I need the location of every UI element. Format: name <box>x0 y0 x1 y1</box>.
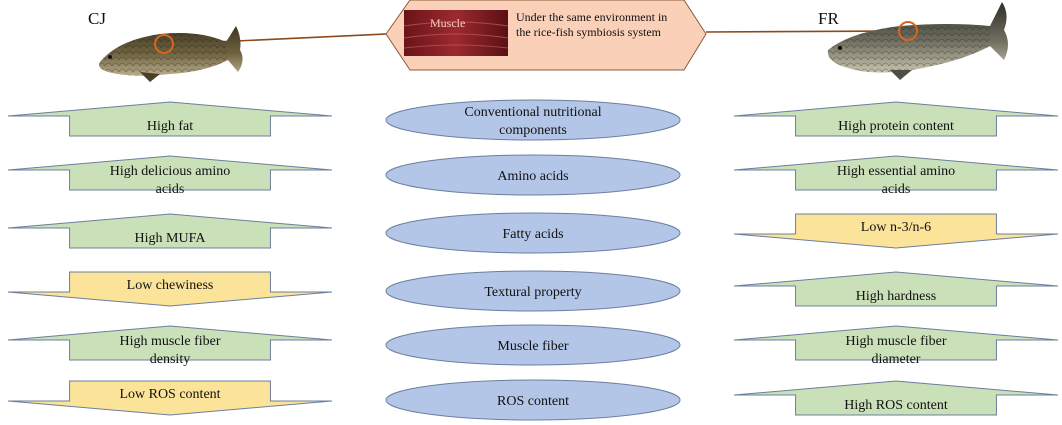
category-label-2-line1: Amino acids <box>497 169 568 184</box>
category-ellipse-2 <box>385 154 681 196</box>
category-label-6-line1: ROS content <box>497 394 569 409</box>
right-arrow-down-3 <box>733 213 1059 249</box>
category-label-5-line1: Muscle fiber <box>497 339 568 354</box>
category-ellipse-1 <box>385 99 681 141</box>
left-arrow-up-3 <box>7 213 333 249</box>
left-fish-image <box>99 26 243 82</box>
left-fish-label: CJ <box>88 9 106 28</box>
right-arrow-label-1-line1: High protein content <box>838 119 954 134</box>
top-box-text-line1: Under the same environment in <box>516 10 667 24</box>
category-label-1-line2: components <box>499 123 567 138</box>
left-arrow-label-2-line2: acids <box>156 182 185 197</box>
left-arrow-label-3-line1: High MUFA <box>135 231 207 246</box>
right-arrow-label-6-line1: High ROS content <box>844 398 948 413</box>
left-arrow-up-1 <box>7 101 333 137</box>
left-arrow-label-5-line2: density <box>150 352 190 367</box>
left-arrow-label-6-line1: Low ROS content <box>119 387 220 402</box>
right-fish-image <box>827 2 1008 80</box>
left-arrow-down-4 <box>7 271 333 307</box>
right-connector-line <box>705 30 901 33</box>
left-arrow-label-1-line1: High fat <box>147 119 193 134</box>
muscle-tissue-label: Muscle <box>430 16 465 30</box>
right-arrow-label-5-line2: diameter <box>872 352 921 367</box>
left-arrow-label-2-line1: High delicious amino <box>110 164 231 179</box>
left-arrow-up-2 <box>7 155 333 191</box>
right-arrow-label-2-line2: acids <box>882 182 911 197</box>
top-box-text-line2: the rice-fish symbiosis system <box>516 25 662 39</box>
category-label-3-line1: Fatty acids <box>502 227 563 242</box>
right-arrow-label-2-line1: High essential amino <box>837 164 955 179</box>
category-ellipse-3 <box>385 212 681 254</box>
category-ellipse-4 <box>385 270 681 312</box>
right-arrow-up-2 <box>733 155 1059 191</box>
category-ellipse-6 <box>385 379 681 421</box>
left-fish-muscle-marker <box>154 34 174 54</box>
right-fish-label: FR <box>818 9 839 28</box>
right-arrow-label-4-line1: High hardness <box>856 289 937 304</box>
left-arrow-label-5-line1: High muscle fiber <box>119 334 220 349</box>
right-arrow-up-5 <box>733 325 1059 361</box>
right-arrow-up-1 <box>733 101 1059 137</box>
right-fish-muscle-marker <box>898 21 918 41</box>
right-arrow-up-6 <box>733 380 1059 416</box>
left-arrow-label-4-line1: Low chewiness <box>127 278 214 293</box>
right-arrow-up-4 <box>733 271 1059 307</box>
right-arrow-label-3-line1: Low n-3/n-6 <box>861 220 931 235</box>
category-label-4-line1: Textural property <box>484 285 581 300</box>
muscle-tissue-image <box>404 10 508 56</box>
category-label-1-line1: Conventional nutritional <box>464 105 601 120</box>
right-arrow-label-5-line1: High muscle fiber <box>845 334 946 349</box>
left-arrow-down-6 <box>7 380 333 416</box>
category-ellipse-5 <box>385 324 681 366</box>
left-arrow-up-5 <box>7 325 333 361</box>
